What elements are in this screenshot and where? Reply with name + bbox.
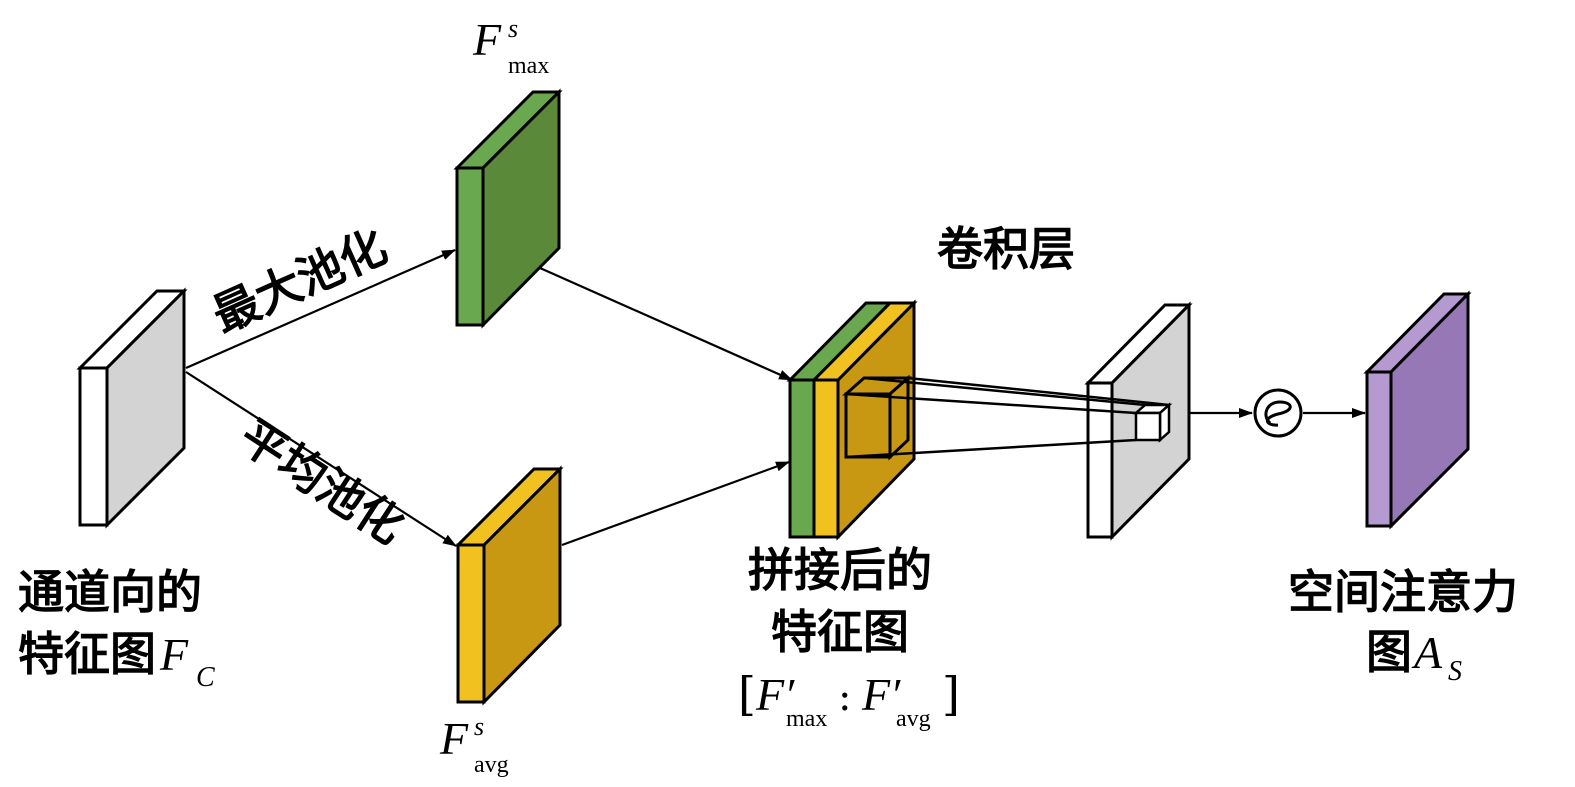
arrow-max-to-concat bbox=[539, 266, 793, 382]
conv-layer-map bbox=[1084, 301, 1193, 541]
svg-text:F: F bbox=[472, 14, 502, 65]
avg-pool-map bbox=[454, 465, 564, 706]
avg-map-front bbox=[456, 543, 486, 704]
svg-text:avg: avg bbox=[474, 752, 509, 778]
svg-text:图: 图 bbox=[1366, 625, 1412, 679]
arrows bbox=[185, 248, 1366, 547]
svg-text:avg: avg bbox=[896, 706, 931, 732]
conv-cell-side bbox=[1158, 402, 1171, 443]
svg-text:A: A bbox=[1411, 627, 1443, 678]
kernel-projection-lines bbox=[845, 376, 1170, 459]
svg-text:特征图: 特征图 bbox=[771, 605, 909, 659]
arrow-input-to-max bbox=[185, 248, 456, 370]
svg-text:[: [ bbox=[738, 667, 756, 721]
svg-text:F: F bbox=[439, 713, 469, 764]
max-pool-map bbox=[453, 88, 563, 329]
svg-text:F′: F′ bbox=[861, 669, 901, 720]
svg-text:F: F bbox=[159, 629, 189, 680]
svg-text:C: C bbox=[196, 662, 215, 693]
svg-text:s: s bbox=[508, 14, 518, 43]
max-map-front bbox=[455, 166, 485, 327]
sigmoid-icon bbox=[1264, 400, 1292, 427]
conv-cell-front bbox=[1134, 411, 1162, 442]
conv-map-front bbox=[1086, 381, 1114, 539]
output-label: 空间注意力 图 A S bbox=[1288, 565, 1518, 687]
concat-green-front bbox=[788, 378, 816, 539]
input-label: 通道向的 特征图 F C bbox=[18, 565, 215, 693]
input-map-front bbox=[78, 366, 109, 527]
output-map-front bbox=[1365, 370, 1393, 528]
concat-yellow-front bbox=[812, 378, 840, 539]
svg-text:]: ] bbox=[942, 667, 960, 721]
concat-label: 拼接后的 特征图 [ F′ max : F′ avg ] bbox=[738, 543, 960, 732]
svg-text:拼接后的: 拼接后的 bbox=[748, 543, 932, 597]
avg-pool-label: 平均池化 bbox=[230, 409, 414, 555]
svg-text::: : bbox=[838, 674, 851, 720]
kernel-cube-front bbox=[844, 392, 892, 459]
svg-text:S: S bbox=[1448, 656, 1462, 687]
output-attention-map bbox=[1363, 290, 1472, 530]
arrow-input-to-avg bbox=[185, 371, 457, 547]
favg-label: F s avg bbox=[439, 712, 509, 778]
svg-text:特征图: 特征图 bbox=[18, 627, 156, 681]
svg-text:max: max bbox=[786, 706, 827, 732]
svg-text:max: max bbox=[508, 53, 549, 79]
fmax-label: F s max bbox=[472, 14, 549, 79]
svg-text:s: s bbox=[474, 712, 484, 741]
svg-text:通道向的: 通道向的 bbox=[18, 565, 202, 619]
svg-text:空间注意力: 空间注意力 bbox=[1288, 565, 1518, 619]
max-pool-label: 最大池化 bbox=[205, 219, 395, 343]
concat-feature-map bbox=[786, 299, 918, 541]
arrow-avg-to-concat bbox=[561, 460, 790, 547]
input-feature-map bbox=[76, 287, 188, 529]
conv-layer-label: 卷积层 bbox=[937, 222, 1075, 276]
svg-text:F′: F′ bbox=[755, 669, 795, 720]
sigmoid-node bbox=[1253, 388, 1303, 438]
